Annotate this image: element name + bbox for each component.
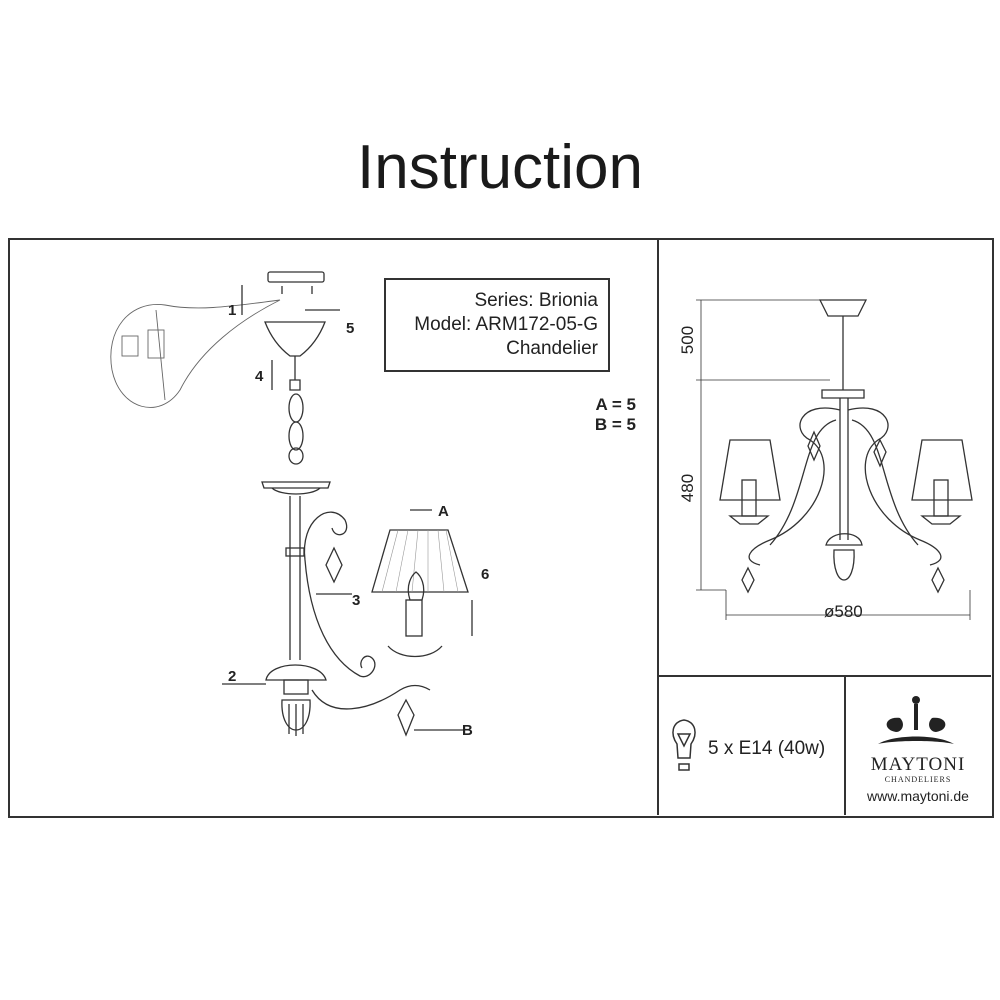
callout-1: 1: [228, 302, 237, 319]
callout-3: 3: [352, 592, 361, 609]
part-count-b: B = 5: [594, 415, 636, 434]
dimension-500: 500: [678, 325, 697, 355]
dimension-diameter: ø580: [824, 602, 863, 621]
chandelier-front-view: [696, 299, 973, 620]
bulb-spec: 5 x E14 (40w): [708, 738, 826, 759]
chandelier-arm-illustration: [222, 481, 473, 737]
callout-a: A: [438, 503, 449, 520]
light-bulb-icon: [672, 719, 696, 771]
model-label: Model: ARM172-05-G: [414, 314, 598, 335]
page-title: Instruction: [356, 133, 644, 202]
canopy-assembly: [241, 271, 340, 465]
mount-detail-illustration: [110, 299, 281, 408]
callout-5: 5: [346, 320, 355, 337]
brand-website: www.maytoni.de: [867, 788, 969, 804]
series-label: Series: Brionia: [474, 290, 598, 311]
callout-6: 6: [481, 566, 490, 583]
callout-b: B: [462, 722, 473, 739]
dimension-480: 480: [678, 473, 697, 503]
instruction-frame: [8, 238, 994, 818]
brand-subtitle: CHANDELIERS: [884, 775, 952, 784]
callout-2: 2: [228, 668, 237, 685]
brand-name: MAYTONI: [870, 754, 966, 775]
callout-4: 4: [255, 368, 264, 385]
part-count-a: A = 5: [595, 395, 636, 414]
product-type-label: Chandelier: [506, 338, 598, 359]
maytoni-logo-icon: [878, 696, 954, 744]
product-info-box: Series: Brionia Model: ARM172-05-G Chand…: [384, 278, 610, 372]
